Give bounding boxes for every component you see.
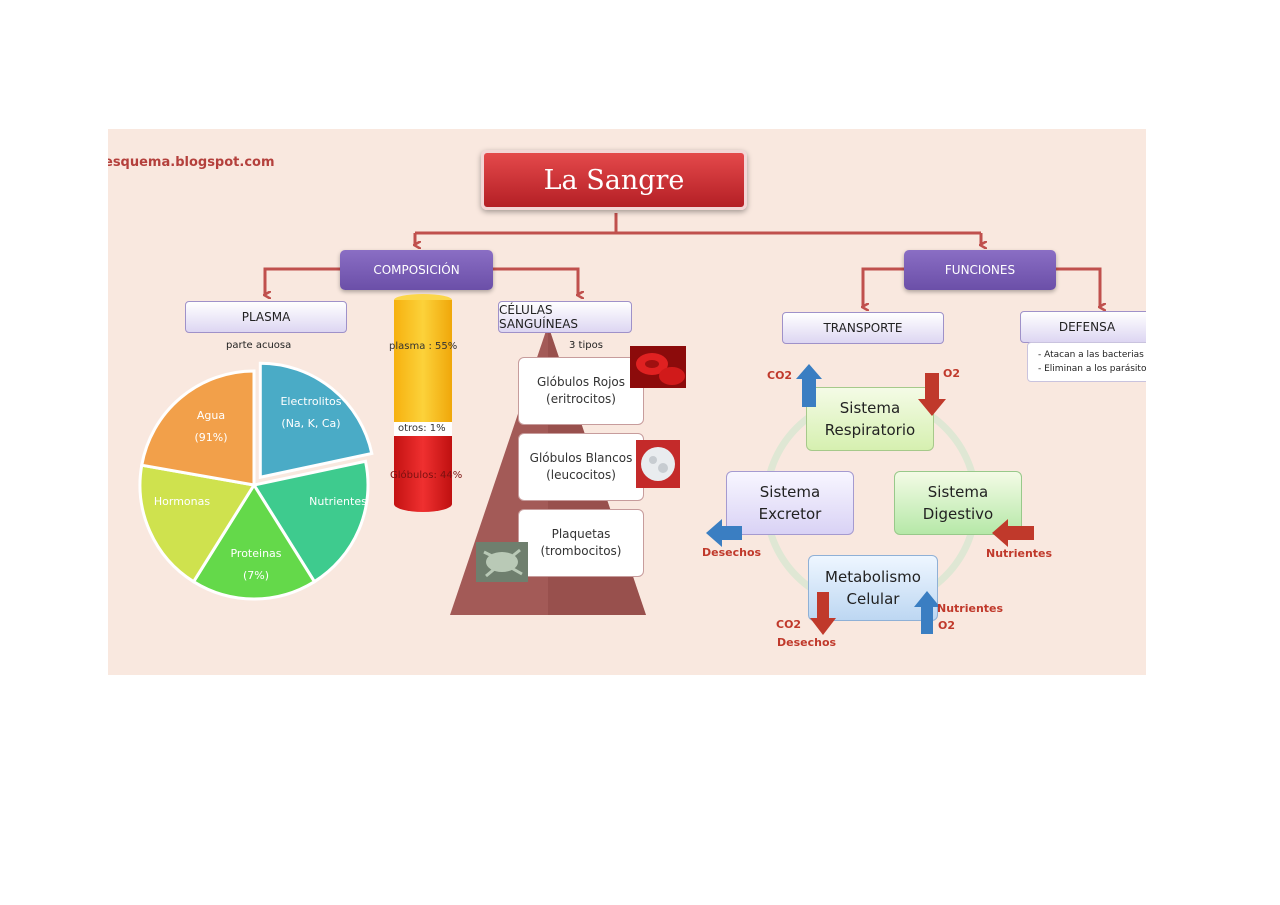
composicion-connector	[265, 267, 578, 295]
defensa-list: - Atacan a las bacterias - Eliminan a lo…	[1027, 342, 1146, 382]
bar-label-otros: otros: 1%	[398, 423, 446, 434]
cell-red: Glóbulos Rojos(eritrocitos)	[518, 357, 644, 425]
label-desechos-bottom: Desechos	[777, 636, 837, 649]
cell-white: Glóbulos Blancos(leucocitos)	[518, 433, 644, 501]
pie-slice-proteinas	[191, 482, 317, 601]
composicion-node: COMPOSICIÓN	[340, 250, 493, 290]
transport-arrows	[706, 364, 1034, 635]
plasma-subtitle: parte acuosa	[226, 340, 292, 351]
plasma-segment	[394, 300, 452, 422]
co2-out-arrow-icon	[796, 364, 822, 407]
pie-label-hormonas: Hormonas	[153, 495, 211, 508]
platelet-icon	[476, 542, 528, 582]
celulas-subtitle: 3 tipos	[569, 340, 603, 351]
transporte-node: TRANSPORTE	[782, 312, 944, 344]
label-o2-in: O2	[943, 367, 961, 380]
label-nutrientes-in: Nutrientes	[986, 547, 1053, 560]
funciones-connector	[863, 267, 1100, 307]
label-o2-bottom: O2	[938, 619, 956, 632]
pie-label-electrolitos: Electrolitos(Na, K, Ca)	[280, 395, 342, 430]
blood-concept-map: esquema.blogspot.com La Sangre COMPOSICI…	[108, 129, 1146, 675]
label-co2-bottom: CO2	[776, 618, 802, 631]
pie-label-nutrientes: Nutrientes	[309, 495, 367, 508]
pie-slice-agua	[139, 369, 256, 487]
globulos-segment	[394, 436, 452, 512]
pie-slice-nutrientes	[251, 459, 370, 584]
otros-segment	[394, 422, 452, 436]
celulas-node: CÉLULAS SANGUÍNEAS	[498, 301, 632, 333]
red-blood-cell-icon	[630, 346, 686, 388]
nutrientes-up-arrow-icon	[914, 591, 940, 634]
funciones-node: FUNCIONES	[904, 250, 1056, 290]
composition-cylinder	[394, 294, 452, 519]
pie-slice-electrolitos	[258, 361, 374, 480]
pie-label-agua: Agua(91%)	[194, 409, 228, 444]
watermark: esquema.blogspot.com	[108, 155, 275, 170]
bar-label-globulos: Glóbulos: 44%	[390, 470, 463, 481]
pie-label-proteinas: Proteinas(7%)	[230, 547, 282, 582]
pie-slice-hormonas	[138, 463, 257, 584]
label-desechos: Desechos	[702, 546, 762, 559]
defensa-item: - Atacan a las bacterias	[1038, 350, 1144, 360]
cell-platelet: Plaquetas(trombocitos)	[518, 509, 644, 577]
title-connector	[415, 213, 981, 245]
label-nutrientes-bottom: Nutrientes	[937, 602, 1004, 615]
white-blood-cell-icon	[636, 440, 680, 488]
main-title: La Sangre	[481, 150, 747, 210]
o2-in-arrow-icon	[918, 373, 946, 416]
plasma-node: PLASMA	[185, 301, 347, 333]
desechos-out-arrow-icon	[706, 519, 742, 547]
label-co2-out: CO2	[767, 369, 793, 382]
co2-down-arrow-icon	[810, 592, 836, 635]
plasma-pie-chart	[138, 361, 374, 601]
defensa-item: - Eliminan a los parásitos	[1038, 364, 1146, 374]
bar-label-plasma: plasma : 55%	[389, 341, 458, 352]
nutrientes-in-arrow-icon	[992, 519, 1034, 547]
